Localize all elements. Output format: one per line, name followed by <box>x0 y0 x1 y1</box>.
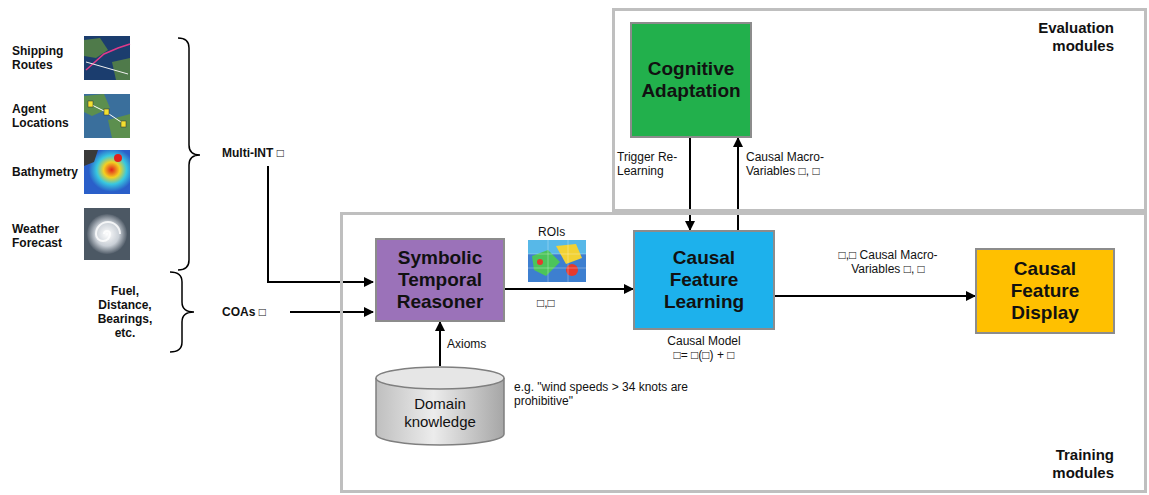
box-label: Cognitive Adaptation <box>638 58 744 102</box>
edge-label: Trigger Re-Learning <box>617 150 685 178</box>
annotation-label: Bathymetry <box>12 165 84 179</box>
box-label: Causal Feature Learning <box>647 247 761 313</box>
annotation-label: COAs □ <box>222 305 286 319</box>
annotation-label: Shipping Routes <box>12 44 80 72</box>
annotation-label: e.g. "wind speeds > 34 knots are prohibi… <box>514 380 714 408</box>
box-label: Causal Feature Display <box>985 258 1105 324</box>
database-label: Domain knowledge <box>383 381 497 431</box>
process-box: Symbolic Temporal Reasoner <box>375 238 505 322</box>
weather-forecast-image <box>84 208 130 260</box>
process-box: Causal Feature Display <box>975 248 1115 334</box>
edge-label: Causal Macro-Variables □, □ <box>746 150 836 178</box>
brace <box>170 272 194 352</box>
connector-arrow <box>505 288 633 290</box>
annotation-label: Fuel, Distance, Bearings, etc. <box>92 284 158 340</box>
edge-label: □,□ <box>537 296 587 310</box>
group-heading: Evaluation modules <box>1024 19 1114 55</box>
annotation-label: Multi-INT □ <box>222 146 312 160</box>
annotation-label: Weather Forecast <box>12 222 80 250</box>
connector-arrow <box>737 138 739 230</box>
agent-locations-image <box>84 94 130 138</box>
process-box: Cognitive Adaptation <box>630 22 752 138</box>
box-label: Symbolic Temporal Reasoner <box>383 247 497 313</box>
group-heading: Training modules <box>1024 446 1114 482</box>
bathymetry-image <box>84 150 130 194</box>
process-box: Causal Feature Learning <box>633 230 775 330</box>
connector-arrow <box>439 322 441 366</box>
edge-label: Axioms <box>447 337 507 351</box>
connector-arrow <box>689 138 691 230</box>
roi-map-image <box>528 240 586 282</box>
edge-label: □,□ Causal Macro-Variables □, □ <box>832 248 944 276</box>
module-group: Evaluation modulesCognitive Adaptation <box>612 8 1147 212</box>
annotation-label: Agent Locations <box>12 102 80 130</box>
input-arrow <box>290 311 373 313</box>
database-cylinder: Domain knowledge <box>375 366 505 446</box>
module-group: Training modules Symbolic Temporal Reason… <box>340 212 1147 493</box>
annotation-label: Causal Model □= □(□) + □ <box>660 334 748 362</box>
annotation-label: ROIs <box>538 225 578 239</box>
input-arrow <box>268 166 373 282</box>
brace <box>178 38 200 270</box>
shipping-routes-image <box>84 36 130 80</box>
connector-arrow <box>775 295 975 297</box>
